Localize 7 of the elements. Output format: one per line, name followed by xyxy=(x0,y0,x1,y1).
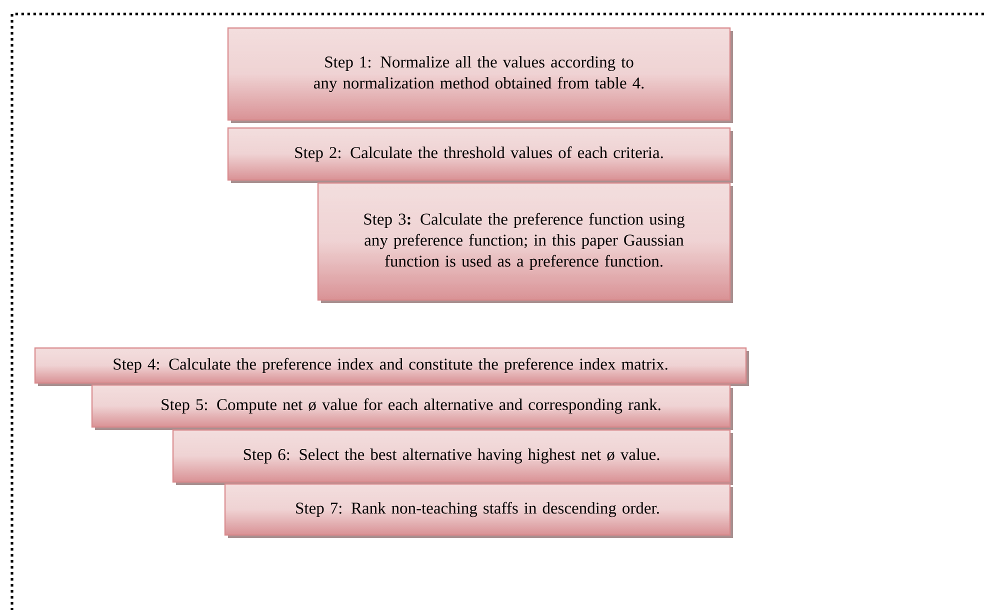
step-box: Step 2: Calculate the threshold values of each criteria. xyxy=(227,127,733,183)
step-box: Step 1: Normalize all the values according to any normalization method obtained from table 4. xyxy=(227,27,733,123)
step-box: Step 6: Select the best alternative having highest net ø value. xyxy=(172,429,733,485)
step-box: Step 4: Calculate the preference index and constitute the preference index matrix. xyxy=(34,347,749,386)
step-box: Step 3: Calculate the preference function using any preference function; in this paper Gaussian function is used as a preference function. xyxy=(317,182,733,303)
step-box: Step 7: Rank non-teaching staffs in descending order. xyxy=(224,483,733,538)
step-box: Step 5: Compute net ø value for each alternative and corresponding rank. xyxy=(91,384,733,430)
